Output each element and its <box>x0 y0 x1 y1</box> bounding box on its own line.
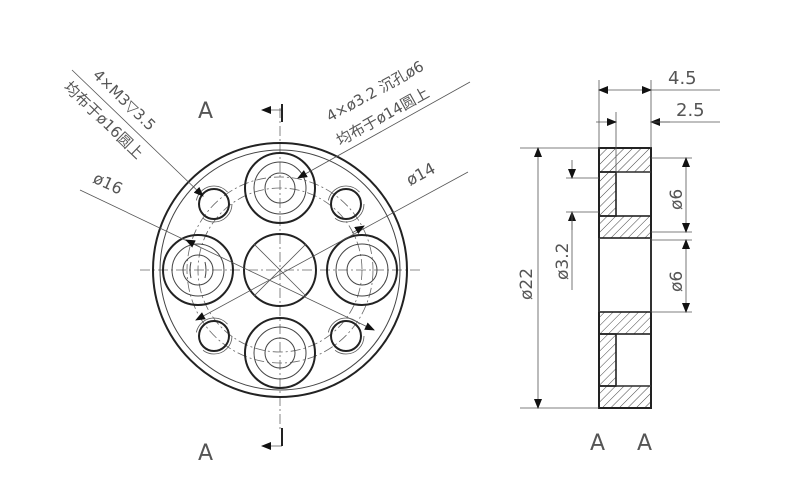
thk-total-label: 4.5 <box>668 68 697 89</box>
dia22-label: ø22 <box>517 268 537 300</box>
section-marker-top: A <box>198 99 283 124</box>
dimension-dia3-2: ø3.2 <box>553 160 599 290</box>
section-label-bottom: A <box>198 441 213 466</box>
dia6-top-label: ø6 <box>667 189 687 210</box>
hatch-top-web <box>598 171 617 217</box>
hatch-lower-web <box>598 333 617 387</box>
hatch-top-flange <box>598 147 652 173</box>
counterbore-hole-bottom <box>244 317 316 389</box>
tapped-hole-top-left <box>195 185 233 223</box>
center-bore <box>243 233 317 307</box>
dimension-dia22: ø22 <box>517 147 599 409</box>
dimension-dia6-top: ø6 <box>651 157 692 233</box>
tapped-hole-bottom-left <box>195 317 233 355</box>
csk-hole-callout: 4×ø3.2 沉孔ø6 均布于ø14圆上 <box>297 57 471 179</box>
pitch-circle-14 <box>197 187 363 353</box>
tap-hole-callout: 4×M3▽3.5 均布于ø16圆上 <box>60 66 204 197</box>
front-view: A A 4×M3▽3.5 均布于ø16圆上 4×ø3.2 沉孔ø6 均布于ø14… <box>60 57 471 466</box>
tapped-hole-top-right <box>327 185 365 223</box>
dimension-4-5: 4.5 <box>598 68 720 148</box>
counterbore-hole-top <box>244 152 316 224</box>
outer-disk-outline <box>152 142 408 398</box>
counterbore-hole-right <box>326 234 398 306</box>
dimension-2-5: 2.5 <box>596 100 720 172</box>
thk-step-label: 2.5 <box>676 100 705 121</box>
counterbore-hole-left <box>162 234 234 306</box>
dia32-label: ø3.2 <box>553 243 573 280</box>
tapped-hole-bottom-right <box>327 317 365 355</box>
dia6-bottom-label: ø6 <box>667 271 687 292</box>
section-marker-bottom: A <box>198 428 283 466</box>
section-view-label-left: A <box>590 431 605 456</box>
section-view-label-right: A <box>637 431 652 456</box>
section-view: A A 4.5 2.5 ø22 <box>517 68 720 456</box>
section-label-top: A <box>198 99 213 124</box>
pitch-circle-16 <box>186 176 374 364</box>
hatch-bottom-flange <box>598 385 652 409</box>
dia16-label: ø16 <box>90 168 125 198</box>
hatch-lower-flange <box>598 311 652 335</box>
dimension-dia14: ø14 <box>195 159 469 321</box>
dimension-dia6-bottom: ø6 <box>651 239 692 313</box>
outer-disk-inner-edge <box>159 149 401 391</box>
hatch-mid-flange <box>598 215 652 239</box>
center-bore-cross-2 <box>253 243 307 297</box>
dia14-label: ø14 <box>403 159 439 190</box>
